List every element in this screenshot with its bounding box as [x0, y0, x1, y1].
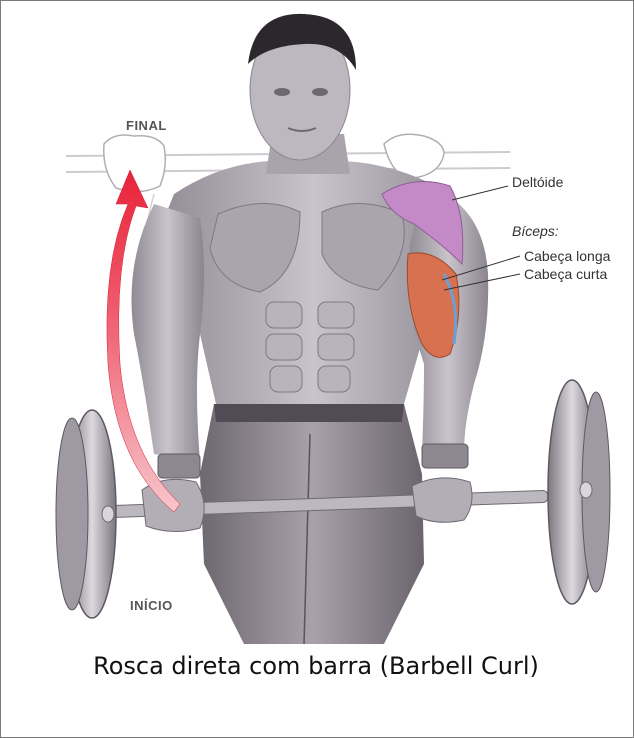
shorts: [200, 404, 424, 645]
barbell: [55, 379, 611, 619]
label-inicio: INÍCIO: [130, 598, 173, 613]
barbell-curl-illustration: FINAL INÍCIO Deltóide Bíceps: Cabeça lon…: [4, 4, 630, 650]
head: [248, 13, 356, 174]
label-biceps: Bíceps:: [512, 223, 559, 239]
torso: [154, 160, 474, 404]
label-final: FINAL: [126, 118, 167, 133]
right-hand: [411, 477, 473, 523]
right-arm: [381, 181, 489, 469]
movement-arrow: [106, 169, 181, 513]
deltoid-muscle: [381, 181, 464, 266]
left-arm: [131, 204, 204, 479]
label-cabeca-curta: Cabeça curta: [524, 266, 608, 282]
label-cabeca-longa: Cabeça longa: [524, 248, 611, 264]
anatomy-drawing: [55, 13, 611, 645]
label-deltoide: Deltóide: [512, 174, 564, 190]
final-position-bar: [65, 133, 511, 193]
caption: Rosca direta com barra (Barbell Curl): [93, 652, 539, 680]
